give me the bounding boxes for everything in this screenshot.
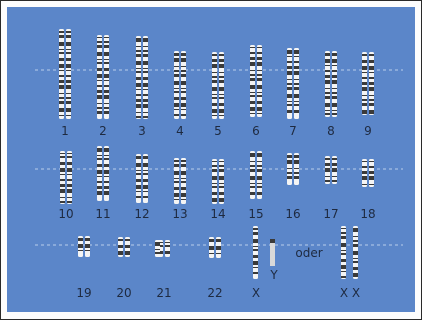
- chromosome-pair-5-right: [219, 52, 224, 119]
- label-21: 21: [156, 286, 171, 300]
- chromosome-pair-17-right: [332, 156, 337, 184]
- label-2: 2: [99, 124, 107, 138]
- label-15: 15: [248, 207, 263, 221]
- chromosome-y: [270, 239, 275, 266]
- chromosome-pair-22-left: [209, 237, 214, 258]
- chromosome-y-band: [270, 239, 275, 243]
- chromosome-pair-15-left: [250, 151, 255, 199]
- chromosome-pair-2-left: [97, 35, 102, 119]
- chromosome-pair-4-right: [181, 51, 186, 119]
- label-xx-first: X: [340, 286, 348, 300]
- label-11: 11: [95, 207, 110, 221]
- label-13: 13: [172, 207, 187, 221]
- chromosome-pair-20-left: [118, 237, 123, 257]
- chromosome-pair-5-left: [212, 52, 217, 119]
- chromosome-pair-18-left: [362, 159, 367, 187]
- label-7: 7: [289, 124, 297, 138]
- label-8: 8: [327, 124, 335, 138]
- label-3: 3: [138, 124, 146, 138]
- chromosome-21-extra: [155, 240, 160, 257]
- chromosome-pair-9-left: [362, 52, 367, 115]
- chromosome-pair-21-right: [165, 240, 170, 257]
- chromosome-pair-17-left: [325, 156, 330, 184]
- karyotype-diagram: 1 2 3 4 5 6 7 8 9 10 11 12 13 14 15 16 1…: [7, 7, 415, 312]
- chromosome-pair-12-left: [136, 154, 141, 203]
- chromosome-xx-first: [341, 226, 346, 279]
- chromosome-pair-14-right: [219, 159, 224, 204]
- chromosome-pair-8-right: [332, 51, 337, 117]
- chromosome-pair-6-left: [250, 45, 255, 117]
- label-y: Y: [269, 268, 278, 282]
- chromosome-pair-3-right: [143, 36, 148, 119]
- chromosome-pair-10-right: [67, 151, 72, 204]
- chromosome-pair-7-right: [294, 48, 299, 119]
- label-9: 9: [364, 124, 372, 138]
- label-x: X: [252, 286, 260, 300]
- chromosome-pair-8-left: [325, 51, 330, 117]
- chromosome-pair-11-left: [97, 146, 102, 201]
- chromosome-pair-1-right: [66, 29, 71, 119]
- label-5: 5: [214, 124, 222, 138]
- chromosome-pair-20-right: [125, 237, 130, 257]
- chromosome-pair-10-left: [60, 151, 65, 204]
- chromosome-pair-18-right: [369, 159, 374, 187]
- label-20: 20: [116, 286, 131, 300]
- chromosome-pair-13-left: [174, 158, 179, 204]
- chromosome-pair-14-left: [212, 159, 217, 204]
- chromosome-pair-6-right: [257, 45, 262, 117]
- chromosome-pair-2-right: [104, 35, 109, 119]
- chromosome-pair-9-right: [369, 52, 374, 115]
- label-22: 22: [207, 286, 222, 300]
- label-1: 1: [61, 124, 69, 138]
- label-4: 4: [176, 124, 184, 138]
- chromosome-pair-15-right: [257, 151, 262, 199]
- chromosome-pair-1-left: [59, 29, 64, 119]
- label-6: 6: [252, 124, 260, 138]
- chromosome-x: [253, 226, 258, 279]
- label-10: 10: [58, 207, 73, 221]
- chromosome-pair-11-right: [104, 146, 109, 201]
- chromosome-xx-second: [353, 226, 358, 279]
- karyotype-panel: 1 2 3 4 5 6 7 8 9 10 11 12 13 14 15 16 1…: [7, 7, 415, 312]
- chromosome-pair-16-right: [294, 153, 299, 185]
- chromosome-pair-19-left: [78, 236, 83, 257]
- label-19: 19: [76, 286, 91, 300]
- label-12: 12: [134, 207, 149, 221]
- chromosome-pair-16-left: [287, 153, 292, 185]
- label-oder: oder: [295, 246, 322, 260]
- label-16: 16: [285, 207, 300, 221]
- chromosome-pair-7-left: [287, 48, 292, 119]
- chromosome-pair-4-left: [174, 51, 179, 119]
- chromosome-group: [59, 29, 374, 279]
- label-14: 14: [210, 207, 225, 221]
- label-xx-second: X: [352, 286, 360, 300]
- label-17: 17: [323, 207, 338, 221]
- chromosome-pair-22-right: [216, 237, 221, 258]
- label-18: 18: [360, 207, 375, 221]
- chromosome-pair-3-left: [136, 36, 141, 119]
- chromosome-pair-13-right: [181, 158, 186, 204]
- chromosome-pair-19-right: [85, 236, 90, 257]
- chromosome-pair-12-right: [143, 154, 148, 203]
